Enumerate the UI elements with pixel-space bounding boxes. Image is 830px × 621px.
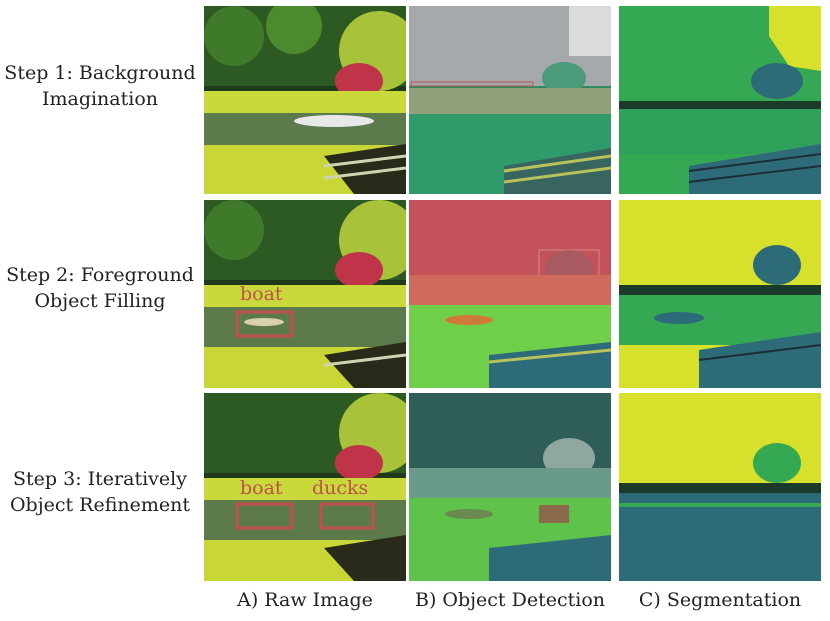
step1-raw-image: [204, 6, 406, 194]
step3-detection-image: [409, 393, 611, 581]
column-label-segmentation: C) Segmentation: [638, 589, 802, 611]
boat-box-label: boat: [240, 283, 283, 305]
step-1-subtitle: Imagination: [41, 88, 159, 110]
step1-detection-image: [409, 6, 611, 194]
step-2-subtitle: Object Filling: [34, 290, 166, 312]
step3-raw-image: boat ducks: [204, 393, 406, 581]
step-3-label: Step 3: Iteratively Object Refinement: [0, 466, 200, 518]
step-3-title: Step 3: Iteratively: [13, 468, 187, 490]
column-label-raw-image: A) Raw Image: [237, 589, 373, 611]
step2-raw-image: boat: [204, 200, 406, 388]
boat-bounding-box: [235, 310, 294, 338]
step3-segmentation-image: [619, 393, 821, 581]
step-1-label: Step 1: Background Imagination: [0, 60, 200, 112]
ducks-bounding-box: [319, 502, 375, 530]
step-2-label: Step 2: Foreground Object Filling: [0, 262, 200, 314]
step2-detection-image: [409, 200, 611, 388]
step-1-title: Step 1: Background: [4, 62, 196, 84]
step-2-title: Step 2: Foreground: [6, 264, 194, 286]
step1-segmentation-image: [619, 6, 821, 194]
ducks-box-label: ducks: [312, 477, 368, 499]
column-label-object-detection: B) Object Detection: [415, 589, 605, 611]
step-3-subtitle: Object Refinement: [9, 494, 191, 516]
boat-bounding-box: [235, 502, 294, 530]
step2-segmentation-image: [619, 200, 821, 388]
boat-box-label: boat: [240, 477, 283, 499]
